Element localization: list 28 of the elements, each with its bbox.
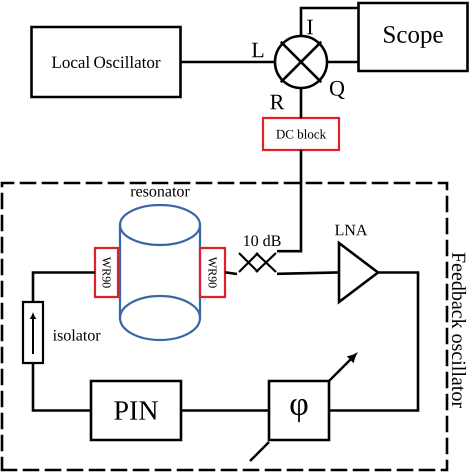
block-box: φ (268, 380, 330, 442)
connector-line (181, 409, 269, 412)
node-label: LNA (335, 224, 368, 236)
port-label: I (307, 20, 313, 34)
connector-line (32, 362, 91, 412)
waveguide-flange: WR90 (198, 246, 226, 298)
connector-line (180, 60, 275, 64)
block-box: Local Oscillator (30, 26, 182, 98)
frame-label: Feedback oscillator (452, 252, 466, 408)
port-label: Q (330, 80, 345, 100)
port-label: R (270, 94, 284, 110)
node-label: 10 dB (244, 234, 281, 246)
connector-line (224, 271, 237, 276)
block-box: Scope (357, 2, 469, 72)
connector-line (32, 271, 96, 302)
connector-line (277, 150, 302, 252)
node-caption: isolator (52, 329, 100, 341)
connector-line (329, 271, 420, 412)
mixer-symbol (274, 34, 328, 90)
connector-line (300, 6, 358, 36)
node-label: resonator (130, 187, 190, 197)
port-label: L (252, 42, 264, 58)
waveguide-flange: WR90 (94, 246, 120, 298)
connector-line (300, 88, 302, 118)
connector-line (277, 271, 339, 276)
block-box: PIN (90, 380, 182, 442)
block-box: DC block (262, 116, 340, 152)
connector-line (327, 60, 358, 64)
